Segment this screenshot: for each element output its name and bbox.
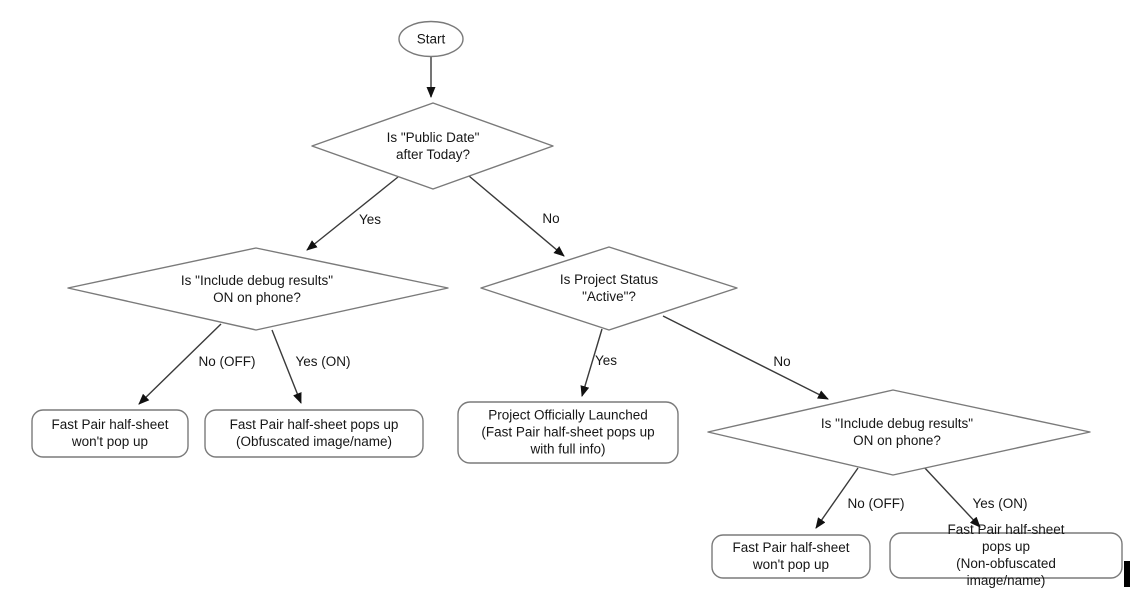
decision-project-status-shape xyxy=(480,246,738,331)
decision-debug-right-label: Is "Include debug results" ON on phone? xyxy=(820,416,974,448)
outcome-popup-obfuscated-shape xyxy=(204,409,424,458)
start-node-label: Start xyxy=(416,31,446,47)
edge-label-no-off-left: No (OFF) xyxy=(198,354,256,369)
outcome-launched-label: Project Officially Launched (Fast Pair h… xyxy=(481,407,655,457)
edge-no-to-project-status xyxy=(468,175,565,257)
outcome-wont-popup-left-shape xyxy=(31,409,189,458)
edge-no-to-debug-right xyxy=(662,315,829,400)
decision-debug-right-shape xyxy=(707,389,1091,476)
decision-public-date-label: Is "Public Date" after Today? xyxy=(386,130,480,162)
outcome-wont-popup-right-label: Fast Pair half-sheet won't pop up xyxy=(732,540,850,572)
text-cursor-artifact xyxy=(1124,561,1130,587)
edge-yes-on-to-popup-nonobfuscated xyxy=(922,465,981,528)
outcome-popup-nonobfuscated-label: Fast Pair half-sheet pops up (Non-obfusc… xyxy=(947,522,1065,588)
edge-label-yes-on-right: Yes (ON) xyxy=(972,496,1028,511)
decision-project-status-label: Is Project Status "Active"? xyxy=(559,272,659,304)
start-node-shape xyxy=(398,20,464,58)
edge-yes-to-launched xyxy=(580,328,603,397)
edge-no-off-to-wont-popup-left xyxy=(138,323,222,405)
decision-debug-left-label: Is "Include debug results" ON on phone? xyxy=(180,273,334,305)
edge-yes-to-debug-left xyxy=(306,176,399,251)
edge-label-yes-on-left: Yes (ON) xyxy=(295,354,351,369)
outcome-launched-shape xyxy=(457,401,679,464)
edge-label-yes-top: Yes xyxy=(358,212,382,227)
outcome-popup-nonobfuscated-shape xyxy=(889,532,1123,579)
edge-label-no-mid: No xyxy=(773,354,791,369)
outcome-popup-obfuscated-label: Fast Pair half-sheet pops up (Obfuscated… xyxy=(229,417,399,449)
edge-yes-on-to-popup-obfuscated xyxy=(271,329,302,404)
edge-label-yes-mid: Yes xyxy=(594,353,618,368)
decision-debug-left-shape xyxy=(67,247,449,331)
outcome-wont-popup-right-shape xyxy=(711,534,871,579)
outcome-wont-popup-left-label: Fast Pair half-sheet won't pop up xyxy=(51,417,169,449)
edge-label-no-top: No xyxy=(542,211,560,226)
edge-label-no-off-right: No (OFF) xyxy=(847,496,905,511)
edge-no-off-to-wont-popup-right xyxy=(815,467,859,529)
decision-public-date-shape xyxy=(311,102,554,190)
